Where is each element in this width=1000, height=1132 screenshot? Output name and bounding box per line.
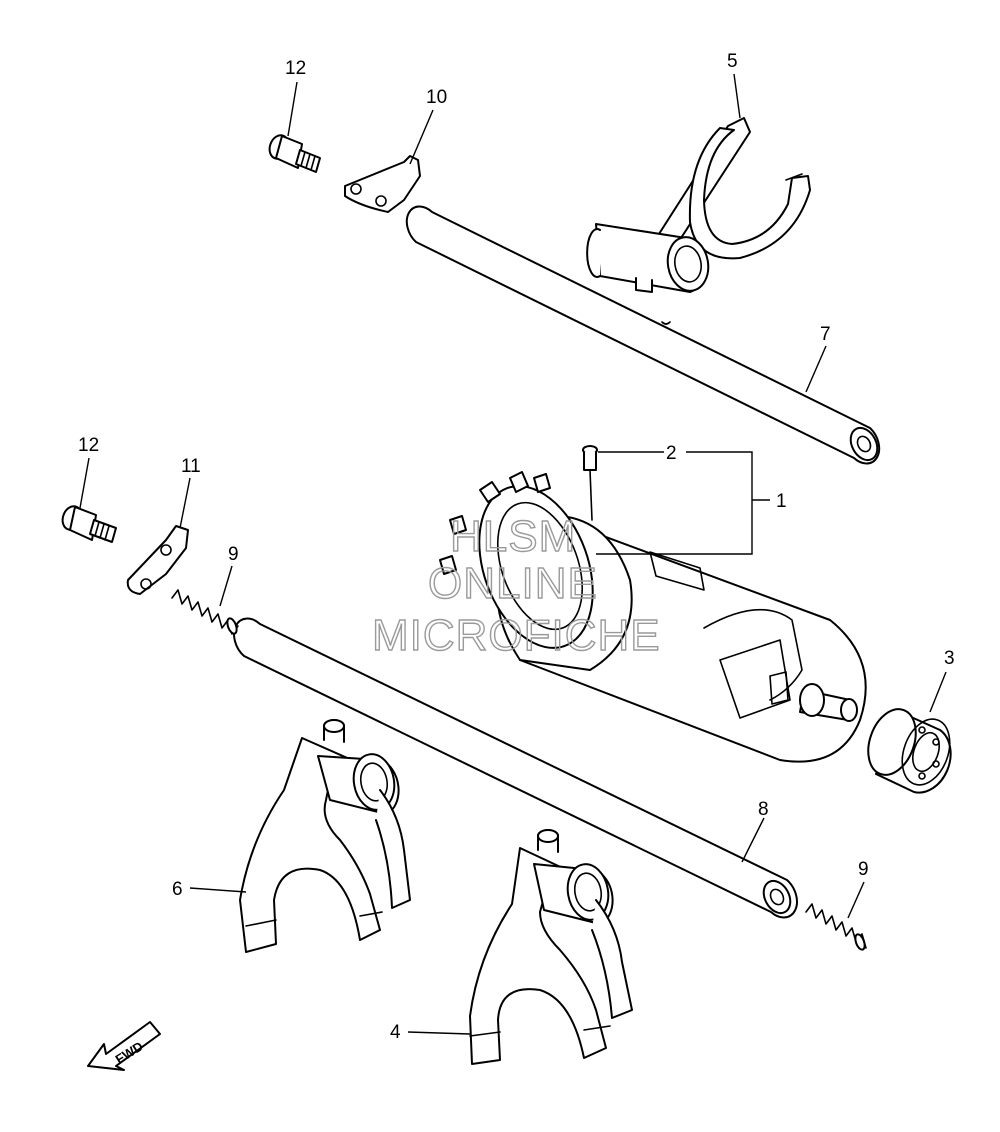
- callout-6: 6: [172, 879, 183, 900]
- callout-9-left: 9: [228, 544, 239, 565]
- callout-11: 11: [181, 456, 201, 477]
- watermark-line1: HLSM: [450, 512, 576, 561]
- forward-direction-arrow: FWD: [87, 1021, 161, 1071]
- callout-8: 8: [758, 799, 769, 820]
- callout-10: 10: [426, 87, 447, 108]
- screw-lower[interactable]: [59, 504, 117, 543]
- shift-rod-lower[interactable]: [233, 617, 798, 919]
- watermark-line2: ONLINE: [428, 559, 598, 608]
- callout-4: 4: [390, 1022, 401, 1043]
- callout-3: 3: [944, 648, 955, 669]
- watermark: HLSM ONLINE MICROFICHE: [371, 511, 661, 660]
- callout-12-lower: 12: [78, 435, 99, 456]
- watermark-line3: MICROFICHE: [372, 611, 661, 660]
- callout-2: 2: [666, 443, 677, 464]
- bearing[interactable]: [860, 703, 959, 794]
- callout-5: 5: [727, 51, 738, 72]
- spring-left[interactable]: [171, 589, 239, 635]
- callout-1: 1: [776, 491, 787, 512]
- drum-pin[interactable]: [582, 445, 598, 521]
- spring-right[interactable]: [805, 903, 867, 951]
- callout-numbers: 12 10 5 7 12 11 9 2 1 3 8 9 6 4: [78, 51, 955, 1043]
- shift-fork-upper[interactable]: [586, 117, 811, 294]
- stopper-plate-upper[interactable]: [344, 155, 421, 213]
- leader-lines: [79, 73, 947, 1035]
- callout-7: 7: [820, 324, 831, 345]
- stopper-plate-lower[interactable]: [126, 525, 189, 595]
- callout-12-upper: 12: [285, 58, 306, 79]
- shift-rod-upper[interactable]: [405, 205, 883, 465]
- shift-fork-right[interactable]: [469, 829, 633, 1065]
- callout-9-right: 9: [858, 859, 869, 880]
- screw-upper[interactable]: [266, 133, 321, 173]
- shift-fork-left[interactable]: [239, 719, 411, 953]
